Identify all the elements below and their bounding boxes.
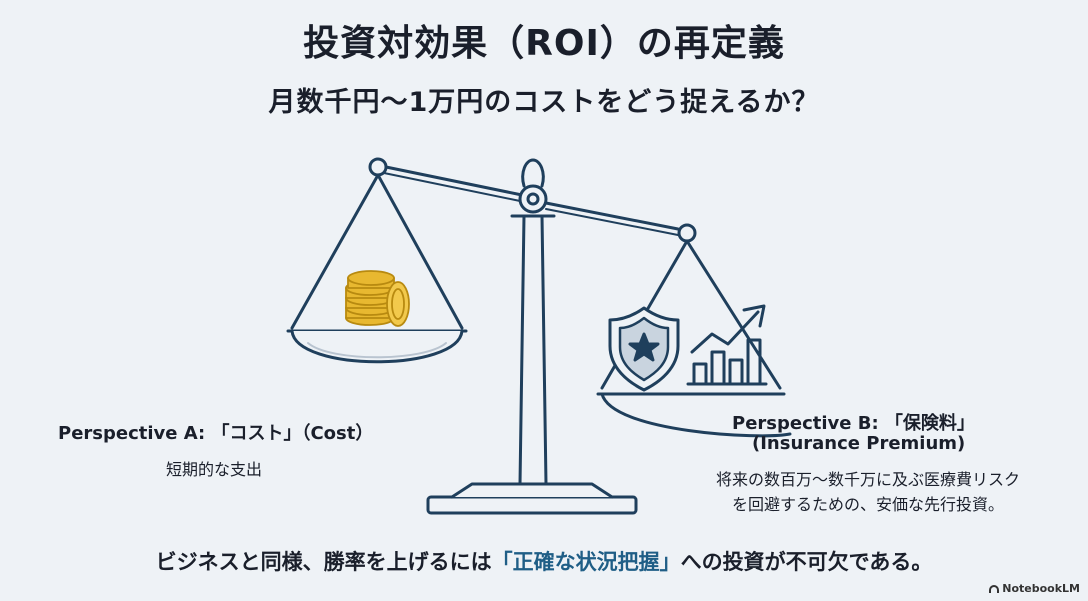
right-beam-end	[677, 223, 697, 243]
notebooklm-branding: NotebookLM	[989, 582, 1080, 595]
perspective-b-title: Perspective B: 「保険料」	[732, 413, 975, 434]
scale-base	[426, 482, 638, 515]
coin-stack-icon	[345, 270, 410, 327]
scale-pivot	[518, 158, 548, 214]
perspective-b-description: 将来の数百万〜数千万に及ぶ医療費リスク を回避するための、安価な先行投資。	[668, 467, 1068, 517]
scale-beam	[383, 165, 680, 236]
shield-star-icon	[608, 306, 680, 392]
conclusion-highlight: 「正確な状況把握」	[491, 550, 681, 574]
page-subtitle: 月数千円〜1万円のコストをどう捉えるか？	[268, 87, 820, 118]
conclusion-after: への投資が不可欠である。	[680, 550, 933, 574]
brand-label: NotebookLM	[1002, 582, 1080, 595]
perspective-a-title: Perspective A: 「コスト」（Cost）	[58, 423, 374, 444]
perspective-b-description-line: 将来の数百万〜数千万に及ぶ医療費リスク	[715, 470, 1020, 489]
perspective-a-description: 短期的な支出	[166, 460, 263, 479]
perspective-b-subtitle: (Insurance Premium)	[752, 433, 966, 454]
notebooklm-logo-icon	[989, 585, 1000, 593]
conclusion-text: ビジネスと同様、勝率を上げるには「正確な状況把握」への投資が不可欠である。	[0, 546, 1088, 576]
perspective-b-description-line: を回避するための、安価な先行投資。	[731, 495, 1004, 514]
left-beam-end	[368, 157, 388, 177]
left-pan	[286, 173, 468, 364]
growth-chart-icon	[686, 304, 768, 386]
scale-pillar	[510, 214, 556, 486]
conclusion-before: ビジネスと同様、勝率を上げるには	[155, 550, 492, 574]
page-title: 投資対効果（ROI）の再定義	[303, 23, 785, 64]
